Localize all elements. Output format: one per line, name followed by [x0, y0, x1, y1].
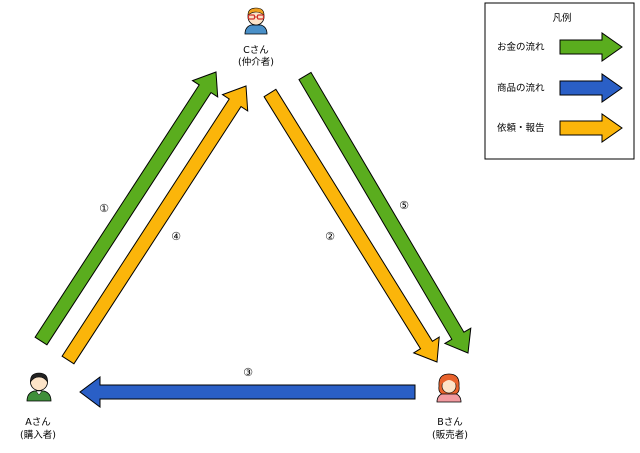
- arrow-money-c-to-b: [298, 71, 472, 354]
- node-b-role: (販売者): [432, 429, 468, 441]
- node-c-role: (仲介者): [238, 56, 274, 68]
- legend: 凡例 お金の流れ 商品の流れ 依頼・報告: [484, 2, 635, 160]
- legend-arrow-money: [559, 32, 623, 62]
- step-label-2: ②: [325, 230, 335, 243]
- arrow-request-a-to-c: [61, 85, 249, 365]
- node-a-name: Aさん: [25, 417, 51, 428]
- arrow-goods-b-to-a: [79, 376, 416, 408]
- legend-label-money: お金の流れ: [497, 41, 545, 53]
- step-label-4: ④: [171, 230, 181, 243]
- step-label-5: ⑤: [399, 199, 409, 212]
- legend-label-goods: 商品の流れ: [497, 82, 545, 94]
- arrow-money-a-to-c: [34, 71, 219, 346]
- step-label-1: ①: [99, 202, 109, 215]
- legend-title: 凡例: [552, 12, 571, 24]
- person-a-icon: [26, 372, 52, 402]
- legend-label-request: 依頼・報告: [497, 122, 545, 134]
- person-b-icon: [436, 373, 462, 403]
- node-a-role: (購入者): [20, 429, 56, 441]
- legend-arrow-request: [559, 113, 623, 143]
- person-c-icon: [244, 7, 268, 35]
- step-label-3: ③: [243, 366, 253, 379]
- node-c-name: Cさん: [243, 45, 269, 56]
- node-b-name: Bさん: [437, 417, 463, 428]
- arrow-request-c-to-b: [263, 88, 440, 363]
- legend-arrow-goods: [559, 73, 623, 103]
